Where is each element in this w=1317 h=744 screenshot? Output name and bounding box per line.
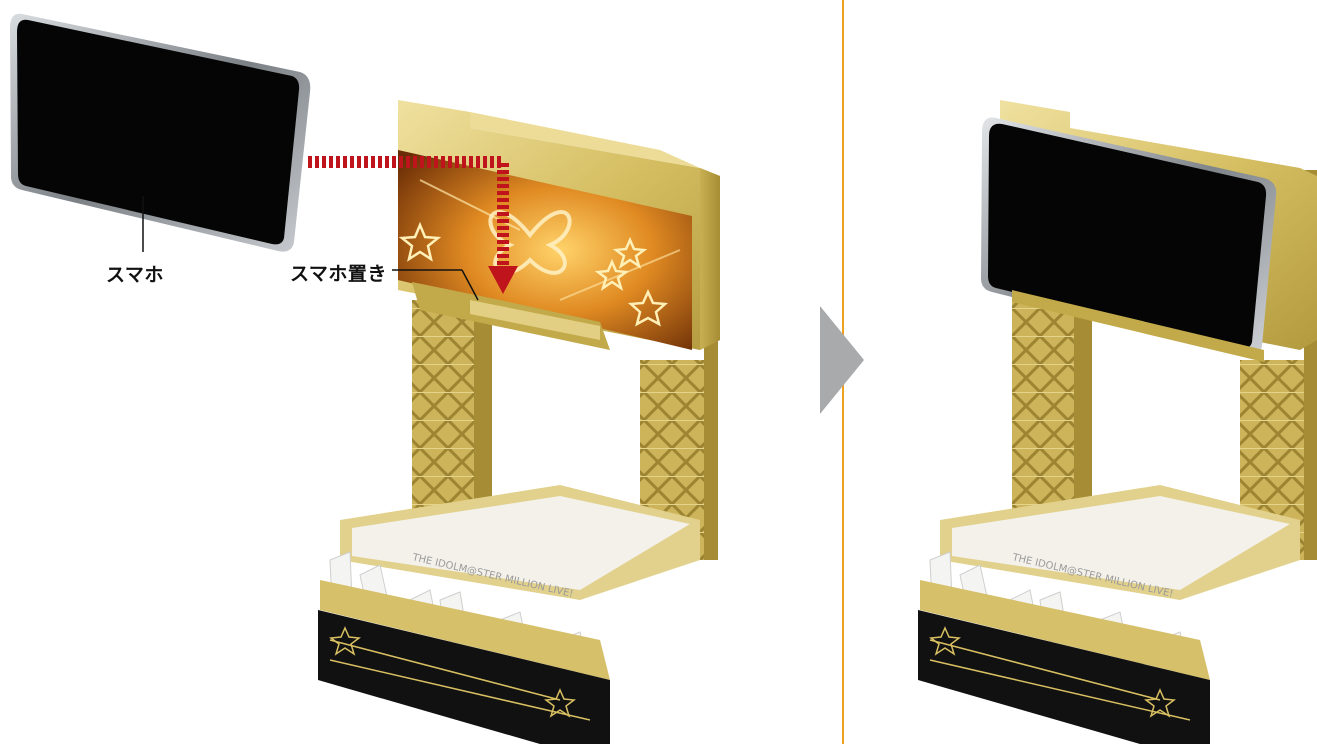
holder-callout-label: スマホ置き bbox=[290, 263, 387, 285]
star-icon bbox=[929, 626, 961, 656]
butterfly-logo-icon bbox=[488, 210, 572, 275]
phone-stand: THE IDOLM@STER MILLION LIVE! bbox=[318, 100, 720, 744]
star-icon bbox=[329, 626, 361, 656]
star-icon bbox=[1144, 688, 1176, 718]
phone-stand-with-phone: THE IDOLM@STER MILLION LIVE! bbox=[918, 100, 1317, 744]
star-icon bbox=[544, 688, 576, 718]
next-step-arrow-icon bbox=[818, 306, 866, 414]
step-after-panel: THE IDOLM@STER MILLION LIVE! bbox=[844, 0, 1317, 744]
smartphone bbox=[10, 13, 311, 252]
star-icon bbox=[612, 236, 648, 269]
dotted-arrow-icon bbox=[308, 156, 518, 294]
phone-callout-label: スマホ bbox=[106, 264, 164, 286]
star-icon bbox=[627, 288, 669, 327]
stand-art-panel bbox=[398, 150, 692, 350]
step-before-panel: THE IDOLM@STER MILLION LIVE! bbox=[10, 13, 720, 744]
star-icon bbox=[398, 221, 442, 262]
star-icon bbox=[594, 258, 630, 291]
smartphone bbox=[980, 117, 1277, 356]
